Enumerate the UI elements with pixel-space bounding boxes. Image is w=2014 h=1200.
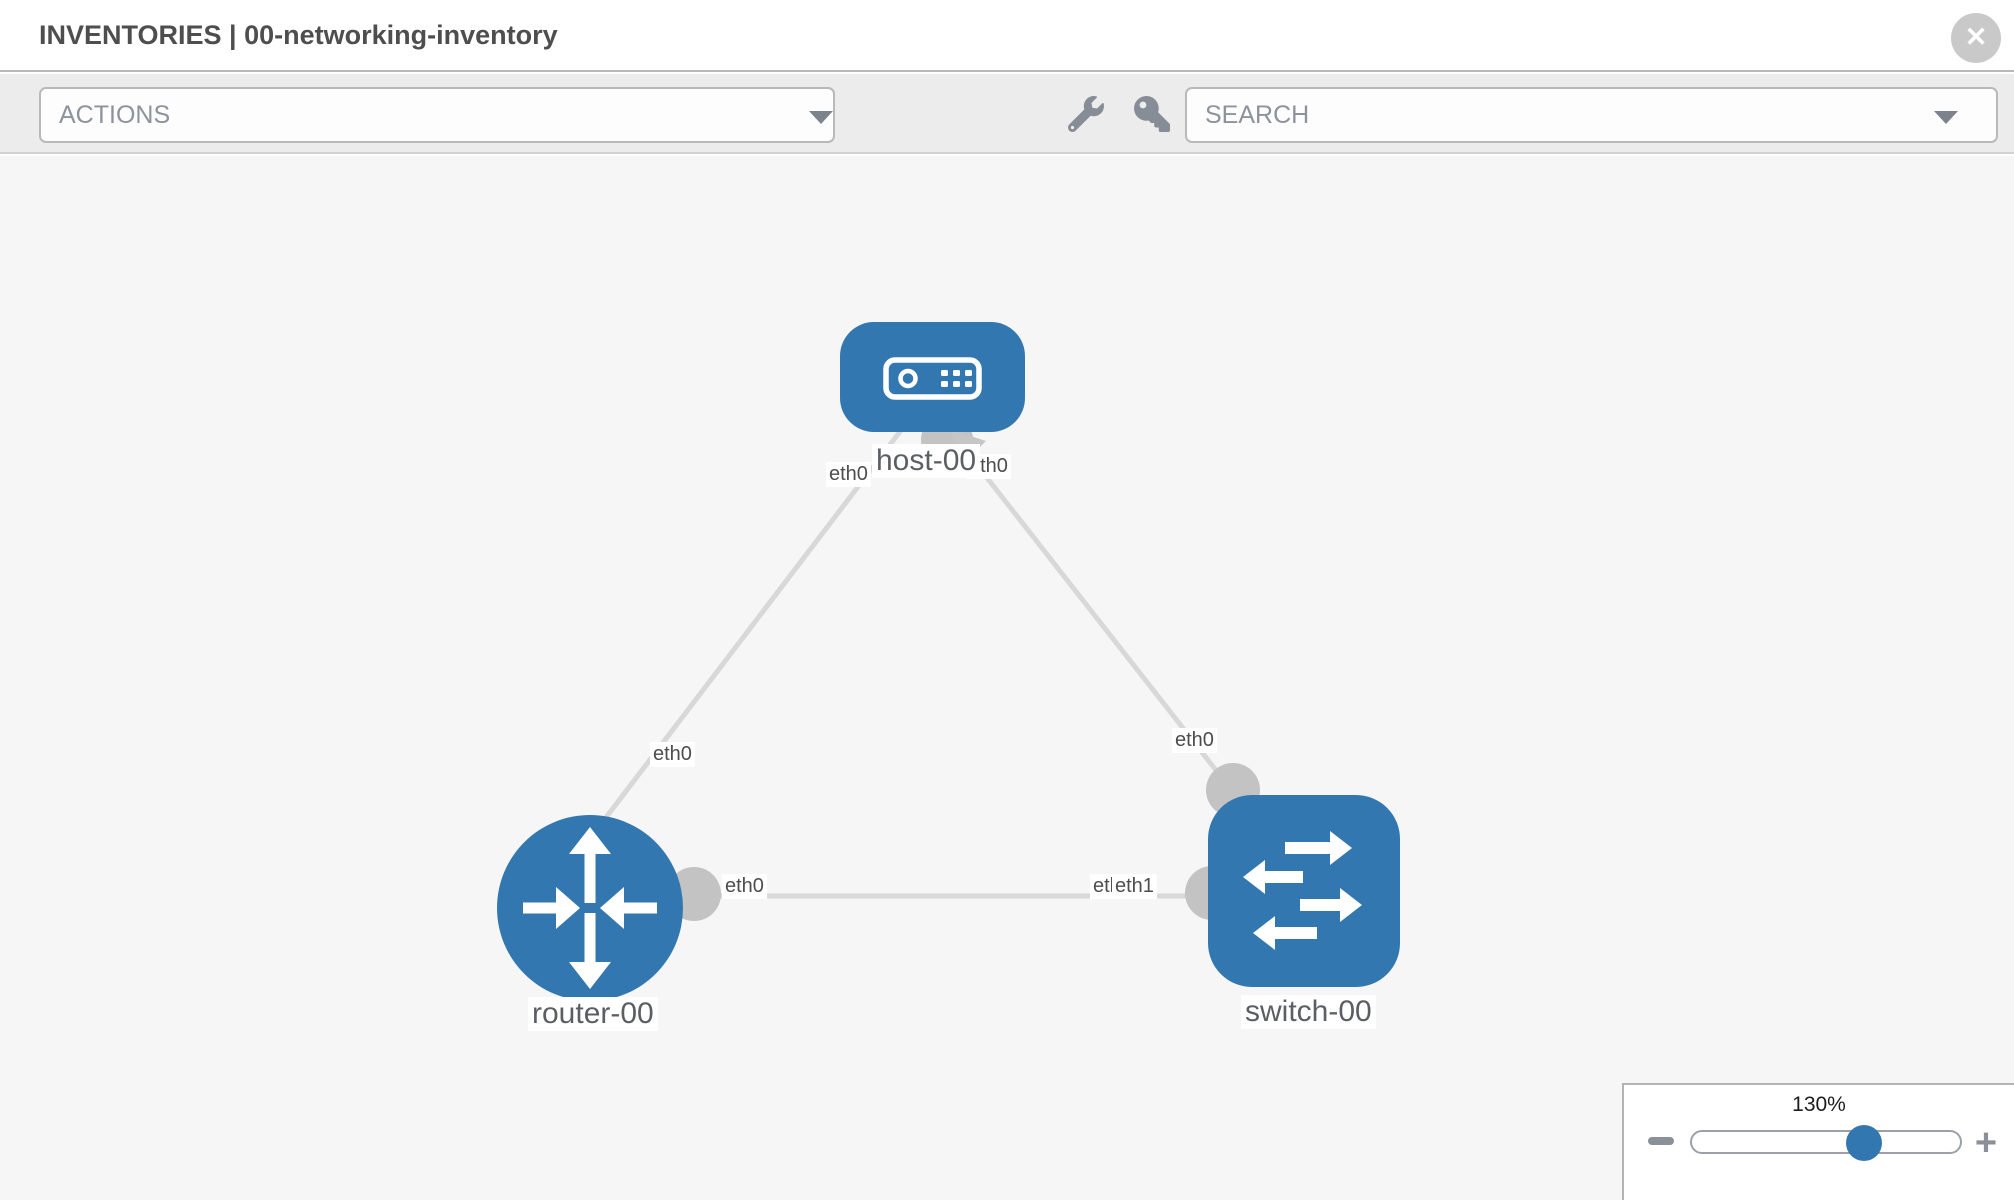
wrench-icon[interactable]: [1067, 96, 1104, 133]
actions-dropdown-label: ACTIONS: [59, 101, 171, 129]
zoom-slider-track[interactable]: [1690, 1130, 1962, 1154]
node-host[interactable]: [840, 322, 1025, 432]
page-title: INVENTORIES | 00-networking-inventory: [39, 20, 558, 50]
switch-icon: [1243, 831, 1362, 950]
toolbar: ACTIONS SEARCH: [0, 74, 2014, 154]
node-label-switch: switch-00: [1241, 995, 1376, 1029]
close-button[interactable]: ✕: [1951, 13, 2001, 63]
node-label-host: host-00: [872, 444, 981, 478]
actions-dropdown[interactable]: ACTIONS: [39, 87, 835, 143]
key-icon[interactable]: [1134, 96, 1170, 132]
router-icon: [523, 827, 657, 989]
zoom-out-button[interactable]: [1648, 1137, 1674, 1145]
search-dropdown[interactable]: SEARCH: [1185, 87, 1998, 143]
link-host-router[interactable]: [583, 423, 907, 847]
interface-label: eth0: [1172, 728, 1217, 753]
interface-label: eth0: [650, 742, 695, 767]
chevron-down-icon: [1934, 111, 1958, 124]
close-icon: ✕: [1964, 22, 1988, 52]
zoom-in-button[interactable]: +: [1974, 1122, 1998, 1164]
topology-graph: [497, 322, 1400, 1001]
node-router[interactable]: [497, 815, 683, 1001]
chevron-down-icon: [809, 111, 833, 124]
zoom-panel: 130% +: [1622, 1083, 2014, 1200]
host-icon: [941, 370, 972, 387]
interface-label: eth0: [722, 874, 767, 899]
search-dropdown-label: SEARCH: [1205, 101, 1310, 129]
header: INVENTORIES | 00-networking-inventory ✕: [0, 0, 2014, 72]
zoom-level: 130%: [1792, 1093, 1846, 1116]
topology-canvas[interactable]: eth0 eth0 eth0 eth0 eth0 eth0 eth1 host-…: [0, 156, 2014, 1200]
node-label-router: router-00: [528, 997, 658, 1031]
interface-label: eth0: [826, 462, 871, 487]
zoom-slider-thumb[interactable]: [1846, 1125, 1882, 1161]
interface-label: eth1: [1112, 874, 1157, 899]
node-switch[interactable]: [1208, 795, 1400, 987]
